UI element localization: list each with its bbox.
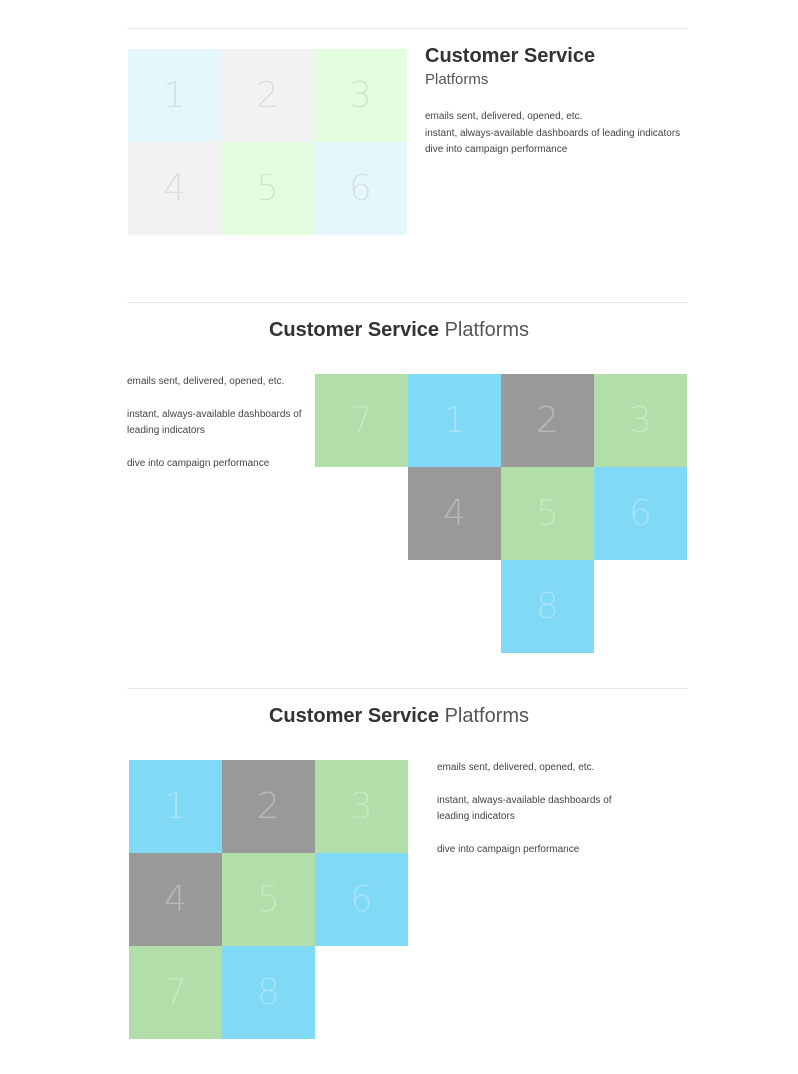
section-divider	[127, 688, 687, 689]
tile: 4	[128, 142, 221, 235]
tile: 6	[594, 467, 687, 560]
tile: 2	[221, 49, 314, 142]
feature-item: dive into campaign performance	[127, 457, 270, 469]
tile: 5	[222, 853, 315, 946]
title-light: Platforms	[444, 705, 530, 727]
title-light: Platforms	[425, 71, 489, 88]
tile: 6	[315, 853, 408, 946]
feature-item: instant, always-available dashboards of …	[425, 127, 681, 139]
tile: 6	[314, 142, 407, 235]
title-bold: Customer Service	[268, 319, 440, 341]
tile: 4	[408, 467, 501, 560]
feature-item: dive into campaign performance	[425, 144, 568, 155]
tile: 1	[128, 49, 221, 142]
tile: 8	[222, 946, 315, 1039]
section-title: Customer Service Platforms	[0, 704, 798, 728]
title-bold: Customer Service	[425, 45, 596, 67]
tile: 3	[315, 760, 408, 853]
tile: 1	[129, 760, 222, 853]
title-bold: Customer Service	[268, 705, 440, 727]
title-light: Platforms	[444, 319, 530, 341]
feature-item: emails sent, delivered, opened, etc.	[425, 111, 583, 122]
section-title: Customer Service Platforms	[425, 44, 595, 90]
feature-item: emails sent, delivered, opened, etc.	[127, 376, 285, 387]
feature-list: emails sent, delivered, opened, etc. ins…	[127, 374, 307, 472]
tile: 8	[501, 560, 594, 653]
section-divider	[127, 302, 687, 303]
feature-item: instant, always-available dashboards of …	[437, 794, 612, 823]
feature-item: instant, always-available dashboards of …	[127, 408, 302, 437]
tile: 1	[408, 374, 501, 467]
tile: 2	[501, 374, 594, 467]
tile: 2	[222, 760, 315, 853]
section-divider	[127, 28, 687, 29]
tile: 3	[314, 49, 407, 142]
section-title: Customer Service Platforms	[0, 318, 798, 342]
feature-item: emails sent, delivered, opened, etc.	[437, 762, 595, 773]
tile: 7	[315, 374, 408, 467]
feature-list: emails sent, delivered, opened, etc. ins…	[425, 109, 695, 159]
feature-item: dive into campaign performance	[437, 843, 580, 855]
tile: 5	[501, 467, 594, 560]
tile: 7	[129, 946, 222, 1039]
tile: 3	[594, 374, 687, 467]
feature-list: emails sent, delivered, opened, etc. ins…	[437, 760, 617, 858]
tile: 5	[221, 142, 314, 235]
tile: 4	[129, 853, 222, 946]
